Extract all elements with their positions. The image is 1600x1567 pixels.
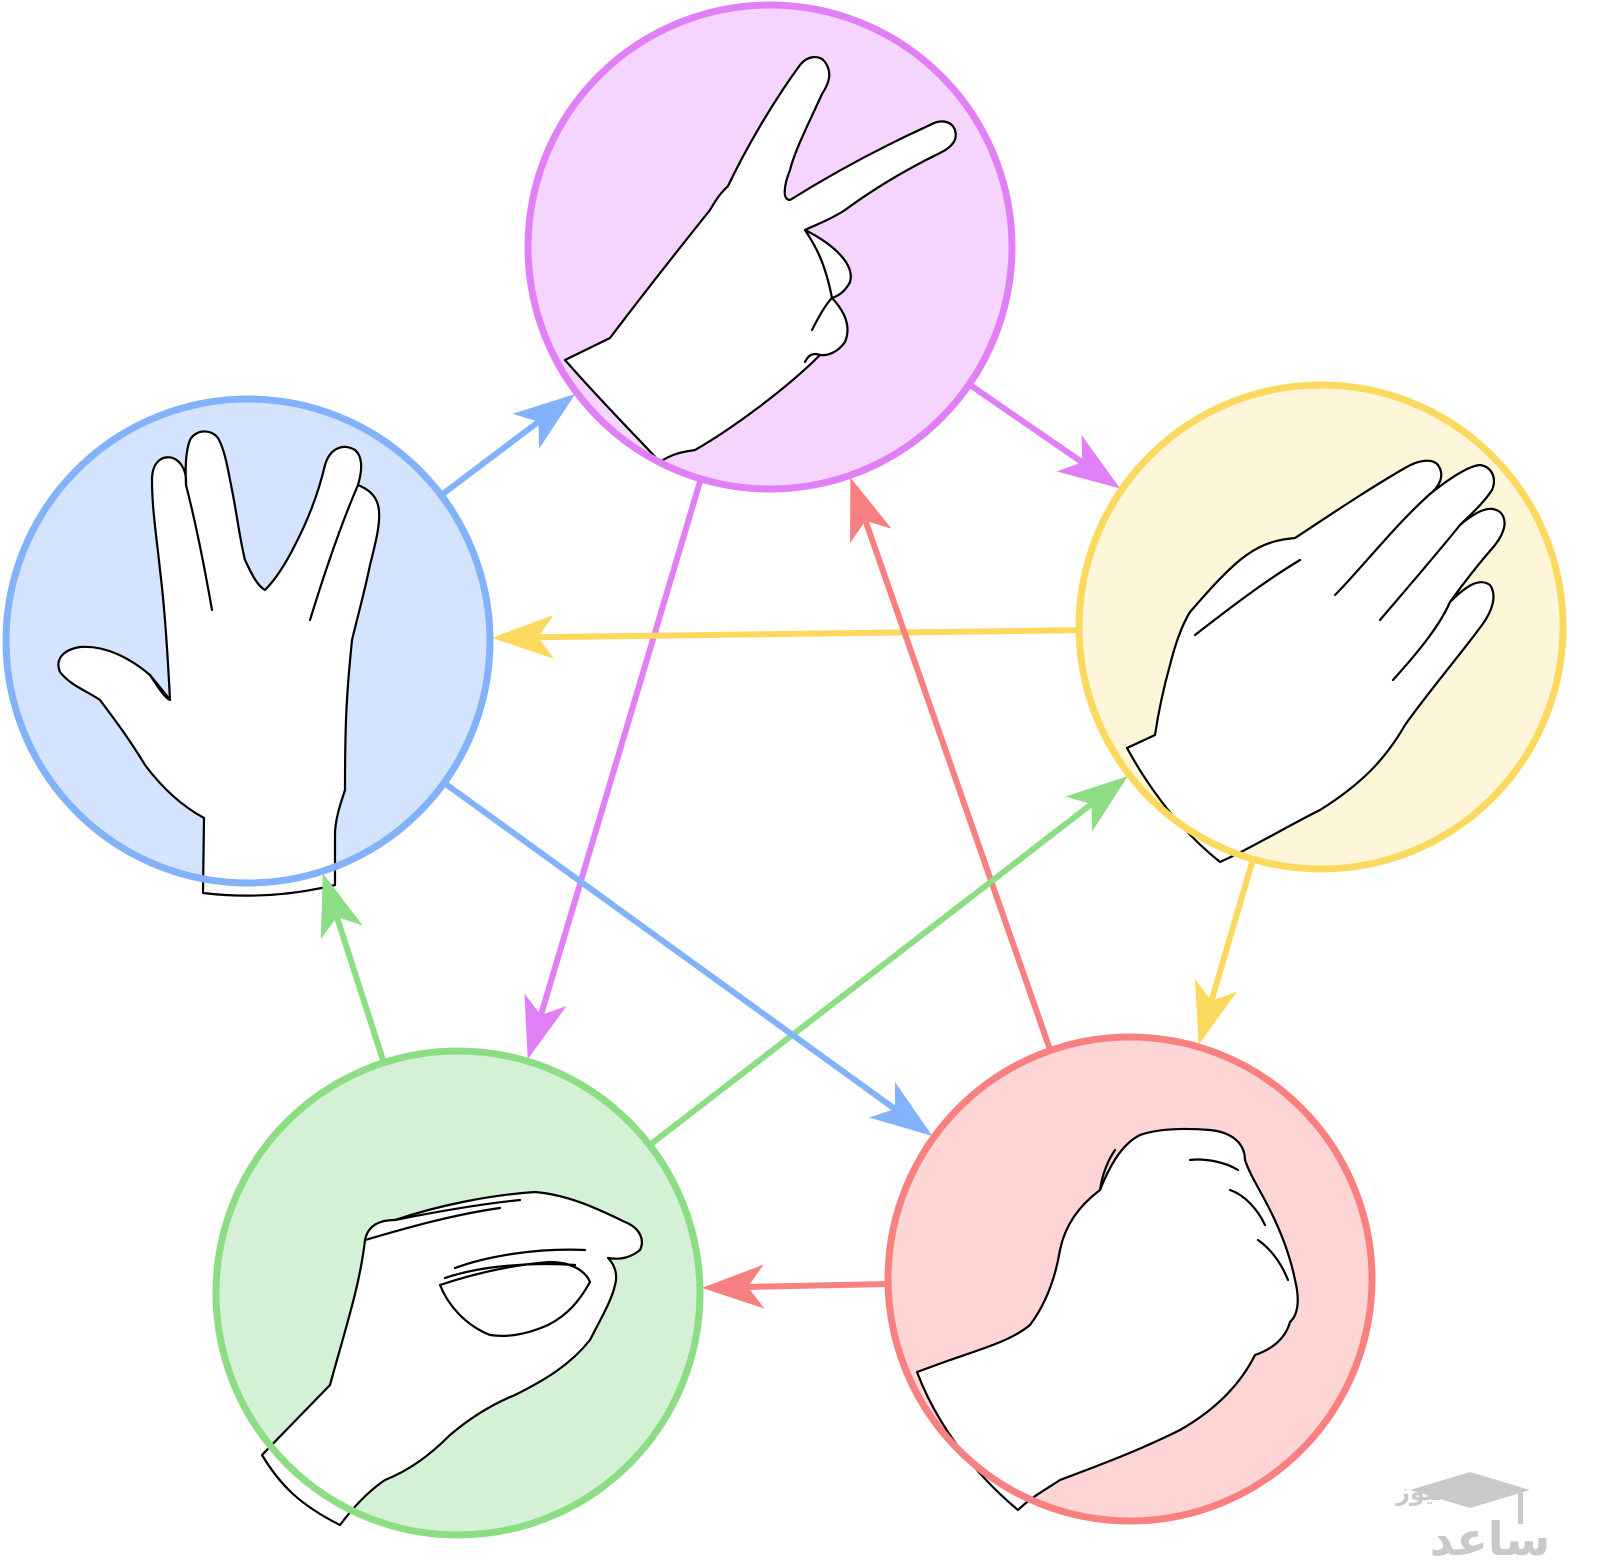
arrow-spock-to-scissors (439, 393, 576, 498)
arrow-shaft (967, 381, 1084, 465)
arrow-spock-to-rock (442, 780, 933, 1136)
lizard-circle-outline (212, 1047, 704, 1539)
arrow-head (869, 1081, 933, 1136)
graduation-cap-icon (1410, 1472, 1530, 1524)
arrow-head (491, 615, 555, 660)
arrow-shaft (537, 627, 1080, 641)
spock-hand-icon (57, 430, 381, 897)
rock-fist-icon (915, 1127, 1299, 1512)
arrow-rock-to-lizard (701, 1264, 889, 1309)
watermark-text-top: نیوز (1395, 1478, 1444, 1506)
arrow-paper-to-rock (1194, 858, 1256, 1045)
arrow-head (512, 393, 576, 449)
paper-hand-icon (1125, 459, 1506, 864)
scissors-hand-icon (563, 56, 957, 464)
arrow-head (850, 477, 892, 544)
rock-circle-outline (884, 1033, 1376, 1525)
arrow-lizard-to-paper (647, 776, 1128, 1148)
spock-circle-outline (2, 395, 494, 887)
arrow-head (524, 993, 567, 1060)
arrow-lizard-to-spock (320, 873, 387, 1064)
paper-circle-outline (1075, 381, 1567, 873)
arrow-shaft (439, 419, 541, 498)
arrow-head (320, 873, 363, 940)
arrow-head (701, 1264, 765, 1309)
arrow-shaft (747, 1281, 889, 1290)
arrow-head (1194, 979, 1238, 1045)
arrow-shaft (1208, 858, 1256, 1002)
arrow-scissors-to-lizard (524, 478, 704, 1060)
arrow-head (1056, 435, 1121, 489)
arrow-shaft (862, 519, 1054, 1052)
arrow-shaft (538, 478, 704, 1016)
arrow-head (1065, 776, 1128, 832)
arrow-scissors-to-paper (967, 381, 1121, 489)
watermark: نیوز ساعد (1395, 1472, 1550, 1566)
arrow-rock-to-scissors (850, 477, 1054, 1052)
scissors-circle-outline (524, 1, 1016, 493)
arrow-paper-to-spock (491, 615, 1080, 660)
arrow-shaft (442, 780, 897, 1112)
lizard-hand-icon (260, 1190, 643, 1527)
arrow-shaft (647, 801, 1094, 1148)
arrow-shaft (334, 916, 387, 1064)
watermark-text-main: ساعد (1430, 1512, 1551, 1566)
